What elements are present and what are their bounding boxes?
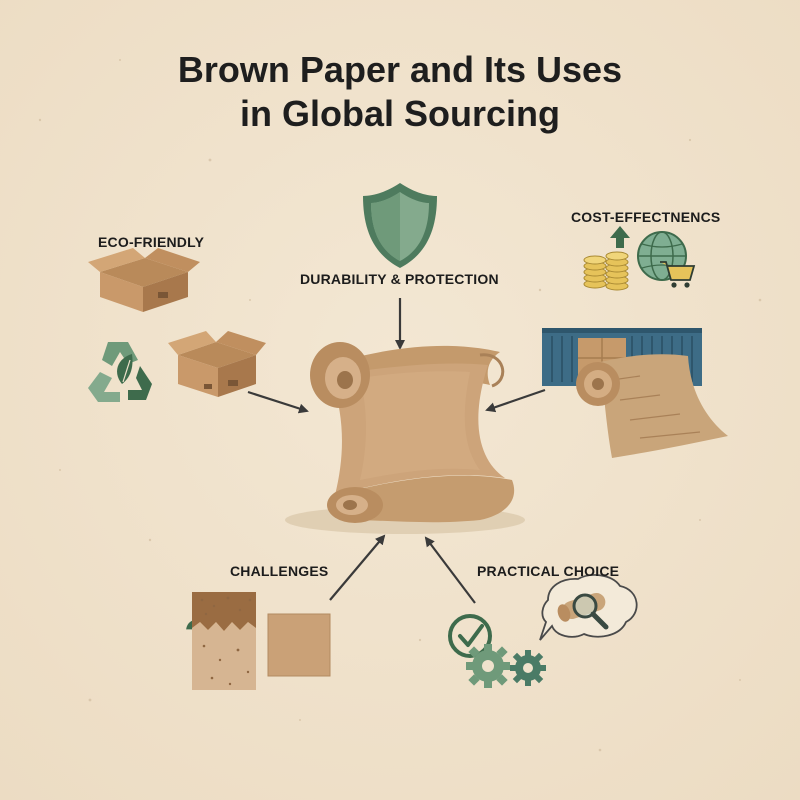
magnifier-icon <box>572 593 609 630</box>
torn-paper-icon <box>192 592 256 690</box>
shield-icon <box>363 183 437 268</box>
central-paper-scroll-icon <box>285 342 525 534</box>
gear-small-icon <box>510 650 546 686</box>
label-practical-choice: PRACTICAL CHOICE <box>477 563 620 579</box>
check-circle-icon <box>448 614 492 658</box>
arrow-up-icon <box>610 226 630 248</box>
title-line-2: in Global Sourcing <box>239 93 560 134</box>
arrow-cost <box>485 388 546 413</box>
gear-icon <box>466 644 510 688</box>
label-cost-effectiveness: COST-EFFECTNENCS <box>571 209 721 225</box>
eco-box-bottom-icon <box>168 331 266 397</box>
globe-cart-icon <box>637 231 696 288</box>
eco-box-top-icon <box>88 248 200 312</box>
paper-roll-icon <box>576 354 728 458</box>
arrow-eco <box>247 390 309 414</box>
coin-stack-icon <box>583 251 629 291</box>
arrow-practical <box>424 536 476 604</box>
label-durability-protection: DURABILITY & PROTECTION <box>300 271 499 287</box>
label-eco-friendly: ECO-FRIENDLY <box>98 234 205 250</box>
recycle-icon <box>88 342 152 402</box>
label-challenges: CHALLENGES <box>230 563 329 579</box>
diagram-title: Brown Paper and Its Uses in Global Sourc… <box>0 48 800 136</box>
paper-texture <box>38 59 762 752</box>
arrow-challenges <box>329 534 386 601</box>
paper-square-icon <box>267 613 331 677</box>
connector-arrows <box>247 298 546 604</box>
title-line-1: Brown Paper and Its Uses <box>177 49 623 90</box>
